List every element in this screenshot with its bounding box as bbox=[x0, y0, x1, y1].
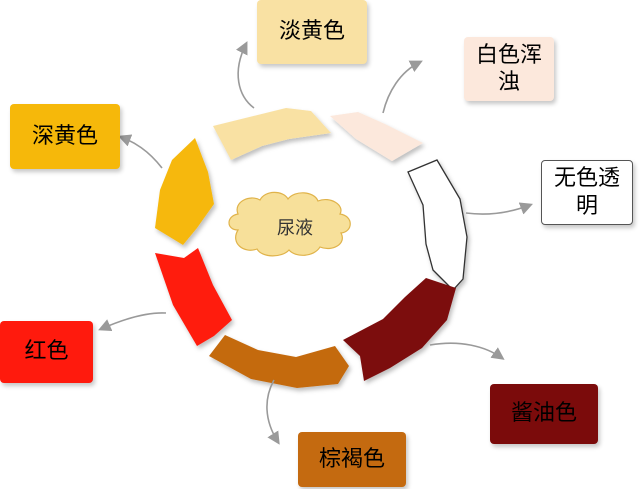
stage-box-red: 红色 bbox=[0, 321, 93, 383]
center-cloud-shape bbox=[228, 191, 351, 257]
stage-label-red: 红色 bbox=[24, 339, 69, 365]
stage-box-brown: 棕褐色 bbox=[298, 432, 406, 487]
arrow-to-pale-yellow bbox=[235, 41, 255, 109]
arrow-to-white-turbid bbox=[382, 60, 423, 114]
stage-box-dark-yellow: 深黄色 bbox=[10, 104, 120, 169]
segment-white-turbid bbox=[330, 112, 423, 161]
stage-label-brown: 棕褐色 bbox=[318, 446, 385, 472]
stage-label-soy-sauce: 酱油色 bbox=[510, 401, 577, 427]
segment-red bbox=[155, 248, 232, 346]
center-label: 尿液 bbox=[277, 218, 313, 239]
stage-box-pale-yellow: 淡黄色 bbox=[257, 0, 367, 64]
arrow-to-soy-sauce bbox=[429, 342, 505, 360]
arrow-to-red bbox=[98, 312, 167, 331]
stage-label-colorless: 无色透 明 bbox=[553, 166, 620, 219]
segment-pale-yellow bbox=[213, 108, 331, 160]
stage-box-white-turbid: 白色浑 浊 bbox=[464, 37, 554, 101]
stage-label-dark-yellow: 深黄色 bbox=[31, 123, 98, 149]
segment-colorless bbox=[407, 159, 468, 291]
segment-brown bbox=[209, 335, 349, 388]
stage-label-white-turbid: 白色浑 浊 bbox=[475, 42, 542, 96]
arrow-to-colorless bbox=[465, 202, 533, 215]
segment-dark-yellow bbox=[155, 138, 214, 245]
stage-box-soy-sauce: 酱油色 bbox=[490, 384, 598, 444]
arrow-to-dark-yellow bbox=[118, 134, 163, 169]
stage-box-colorless: 无色透 明 bbox=[541, 160, 633, 225]
stage-label-pale-yellow: 淡黄色 bbox=[278, 19, 345, 45]
arrow-to-brown bbox=[266, 379, 280, 445]
segment-soy-sauce bbox=[343, 278, 456, 381]
